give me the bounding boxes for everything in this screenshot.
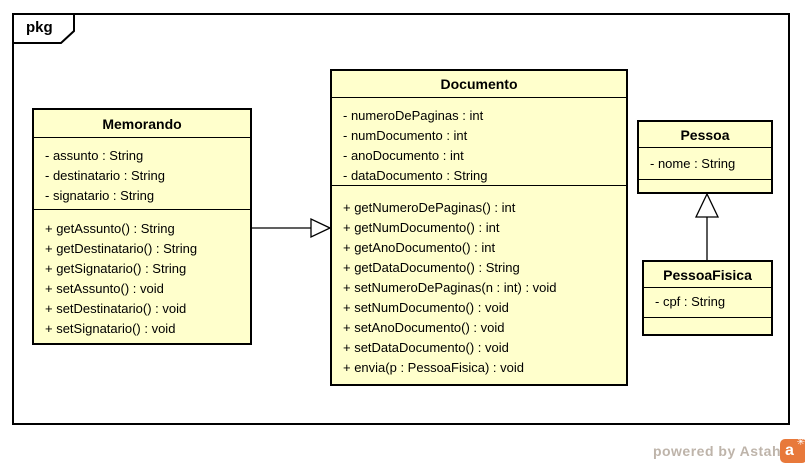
generalization-arrowhead: [694, 192, 720, 218]
class-memorando-attributes: - assunto : String - destinatario : Stri…: [34, 138, 250, 210]
attribute: - numDocumento : int: [343, 128, 468, 143]
method: + envia(p : PessoaFisica) : void: [343, 360, 524, 375]
watermark: powered by Astah: [653, 443, 781, 459]
attribute: - nome : String: [650, 156, 736, 171]
class-memorando[interactable]: Memorando - assunto : String - destinata…: [32, 108, 252, 345]
method: + getAssunto() : String: [45, 221, 175, 236]
method: + setNumeroDePaginas(n : int) : void: [343, 280, 557, 295]
astah-logo-letter: a: [785, 442, 794, 459]
astah-logo-icon: a ✳: [780, 437, 805, 463]
class-memorando-methods: + getAssunto() : String + getDestinatari…: [34, 210, 250, 339]
attribute: - destinatario : String: [45, 168, 165, 183]
method: + setDestinatario() : void: [45, 301, 187, 316]
class-pessoa[interactable]: Pessoa - nome : String: [637, 120, 773, 194]
method: + setNumDocumento() : void: [343, 300, 509, 315]
method: + getAnoDocumento() : int: [343, 240, 496, 255]
attribute: - cpf : String: [655, 294, 726, 309]
class-documento-methods: + getNumeroDePaginas() : int + getNumDoc…: [332, 186, 626, 378]
class-pessoafisica-attributes: - cpf : String: [644, 288, 771, 318]
attribute: - dataDocumento : String: [343, 168, 488, 183]
method: + getNumDocumento() : int: [343, 220, 500, 235]
method: + setDataDocumento() : void: [343, 340, 509, 355]
method: + getNumeroDePaginas() : int: [343, 200, 516, 215]
method: + getDestinatario() : String: [45, 241, 198, 256]
method: + setAnoDocumento() : void: [343, 320, 505, 335]
class-pessoafisica-title: PessoaFisica: [644, 262, 771, 288]
attribute: - signatario : String: [45, 188, 155, 203]
method: + getDataDocumento() : String: [343, 260, 520, 275]
class-pessoa-attributes: - nome : String: [639, 148, 771, 180]
attribute: - assunto : String: [45, 148, 144, 163]
attribute: - anoDocumento : int: [343, 148, 464, 163]
package-label: pkg: [26, 19, 53, 36]
astah-logo-star-icon: ✳: [796, 437, 805, 448]
class-memorando-title: Memorando: [34, 110, 250, 138]
method: + getSignatario() : String: [45, 261, 187, 276]
generalization-arrowhead: [310, 217, 332, 239]
class-pessoa-title: Pessoa: [639, 122, 771, 148]
attribute: - numeroDePaginas : int: [343, 108, 484, 123]
class-documento-title: Documento: [332, 71, 626, 98]
class-pessoafisica[interactable]: PessoaFisica - cpf : String: [642, 260, 773, 336]
class-documento[interactable]: Documento - numeroDePaginas : int - numD…: [330, 69, 628, 386]
class-documento-attributes: - numeroDePaginas : int - numDocumento :…: [332, 98, 626, 186]
method: + setAssunto() : void: [45, 281, 164, 296]
method: + setSignatario() : void: [45, 321, 176, 336]
generalization-memorando-documento[interactable]: [252, 217, 332, 239]
watermark-text: powered by Astah: [652, 443, 781, 459]
generalization-pessoafisica-pessoa[interactable]: [694, 192, 720, 260]
